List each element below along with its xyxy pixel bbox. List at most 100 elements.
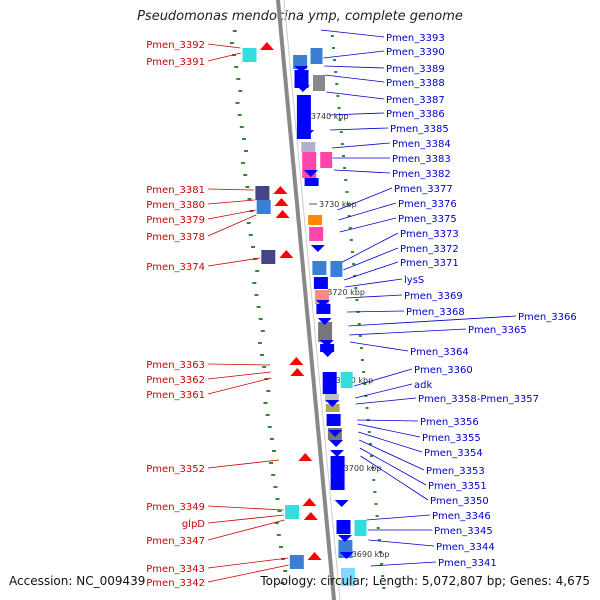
leader-line-right bbox=[328, 112, 385, 116]
gc-mark bbox=[367, 431, 371, 433]
leader-line-right bbox=[348, 315, 517, 327]
gene-label-left: Pmen_3379 bbox=[146, 215, 205, 226]
gene-label-right: Pmen_3382 bbox=[392, 169, 451, 180]
reverse-gene bbox=[322, 372, 337, 394]
gc-mark bbox=[232, 30, 237, 32]
gene-label-right: Pmen_3389 bbox=[386, 64, 445, 75]
leader-line-left bbox=[207, 188, 254, 191]
gene-label-right: Pmen_3390 bbox=[386, 47, 445, 58]
gc-mark bbox=[257, 342, 262, 344]
gene-label-right: Pmen_3358-Pmen_3357 bbox=[418, 394, 539, 405]
gene-label-right: Pmen_3386 bbox=[386, 109, 445, 120]
reverse-gene bbox=[318, 322, 333, 342]
gene-label-right: Pmen_3365 bbox=[468, 325, 527, 336]
gc-mark bbox=[247, 198, 252, 200]
gene-label-right: Pmen_3351 bbox=[428, 481, 487, 492]
gc-mark bbox=[258, 318, 263, 320]
gc-mark bbox=[260, 354, 264, 356]
gc-mark bbox=[235, 102, 240, 104]
backbone-line bbox=[276, 0, 336, 600]
leader-line-right bbox=[338, 202, 397, 221]
gene-label-right: Pmen_3371 bbox=[400, 258, 459, 269]
leader-line-left bbox=[207, 371, 271, 380]
reverse-arrow bbox=[325, 400, 340, 407]
gc-mark bbox=[358, 335, 362, 337]
gc-mark bbox=[337, 107, 341, 109]
gc-mark bbox=[375, 515, 379, 517]
forward-gene bbox=[289, 555, 304, 569]
kbp-label: 3710 kbp bbox=[335, 376, 373, 385]
gene-label-left: Pmen_3378 bbox=[146, 232, 205, 243]
gc-mark bbox=[273, 486, 278, 488]
forward-arrow bbox=[302, 498, 317, 506]
gene-label-left: Pmen_3342 bbox=[146, 578, 205, 589]
leader-line-left bbox=[207, 209, 256, 220]
leader-line-left bbox=[207, 43, 241, 49]
gene-label-right: Pmen_3356 bbox=[420, 417, 479, 428]
reverse-gene-secondary bbox=[310, 48, 323, 64]
leader-line-right bbox=[358, 431, 423, 453]
gene-features bbox=[242, 42, 367, 586]
gc-mark bbox=[280, 582, 285, 584]
gene-label-right: Pmen_3377 bbox=[394, 184, 453, 195]
gc-mark bbox=[238, 90, 243, 92]
reverse-arrow bbox=[319, 340, 334, 347]
gc-mark bbox=[368, 443, 372, 445]
gc-mark bbox=[269, 462, 274, 464]
leader-line-left bbox=[207, 557, 289, 569]
gc-mark bbox=[245, 186, 250, 188]
gc-mark bbox=[352, 263, 356, 265]
gc-mark bbox=[241, 162, 246, 164]
leader-line-right bbox=[344, 278, 403, 288]
gc-mark bbox=[349, 239, 353, 241]
leader-line-left bbox=[207, 377, 272, 395]
leader-line-right bbox=[345, 294, 403, 299]
reverse-arrow bbox=[337, 535, 352, 542]
reverse-arrow bbox=[320, 350, 335, 357]
gc-mark bbox=[342, 155, 345, 157]
leader-line-right bbox=[355, 397, 417, 405]
gc-mark bbox=[379, 551, 382, 553]
backbone bbox=[276, 0, 341, 600]
reverse-arrow bbox=[300, 130, 315, 137]
reverse-arrow bbox=[339, 552, 354, 559]
gc-mark bbox=[343, 167, 347, 169]
leader-line-right bbox=[333, 169, 391, 174]
gc-mark bbox=[370, 455, 373, 457]
gc-mark bbox=[237, 114, 242, 116]
gc-mark bbox=[252, 282, 257, 284]
gc-mark bbox=[331, 47, 335, 49]
gc-mark bbox=[347, 215, 351, 217]
gene-label-left: Pmen_3362 bbox=[146, 375, 205, 386]
gc-mark bbox=[376, 527, 380, 529]
forward-arrow bbox=[279, 250, 294, 258]
leader-line-right bbox=[339, 217, 397, 233]
gc-mark bbox=[243, 174, 248, 176]
gc-mark bbox=[271, 474, 276, 476]
leader-line-right bbox=[366, 514, 431, 521]
gene-label-left: Pmen_3380 bbox=[146, 200, 205, 211]
leader-line-right bbox=[347, 310, 405, 313]
reverse-arrow bbox=[294, 66, 309, 73]
forward-gene bbox=[261, 250, 276, 264]
label-leaders bbox=[207, 29, 517, 583]
forward-arrow bbox=[303, 512, 318, 520]
gc-mark bbox=[251, 246, 255, 248]
leader-line-right bbox=[357, 423, 421, 438]
leader-line-left bbox=[207, 459, 279, 469]
reverse-arrow bbox=[310, 245, 325, 252]
gc-mark bbox=[260, 330, 265, 332]
kbp-label: 3690 kbp bbox=[352, 550, 390, 559]
reverse-gene bbox=[293, 55, 308, 69]
gc-mark bbox=[255, 270, 260, 272]
gene-label-right: Pmen_3345 bbox=[434, 526, 493, 537]
gene-label-right: Pmen_3364 bbox=[410, 347, 469, 358]
gene-label-left: Pmen_3381 bbox=[146, 185, 205, 196]
gc-mark bbox=[256, 306, 261, 308]
gc-mark bbox=[354, 287, 358, 289]
forward-arrow bbox=[275, 210, 290, 218]
forward-gene bbox=[256, 200, 271, 214]
gc-mark bbox=[362, 371, 366, 373]
leader-line-right bbox=[355, 383, 413, 399]
leader-line-right bbox=[360, 455, 429, 501]
